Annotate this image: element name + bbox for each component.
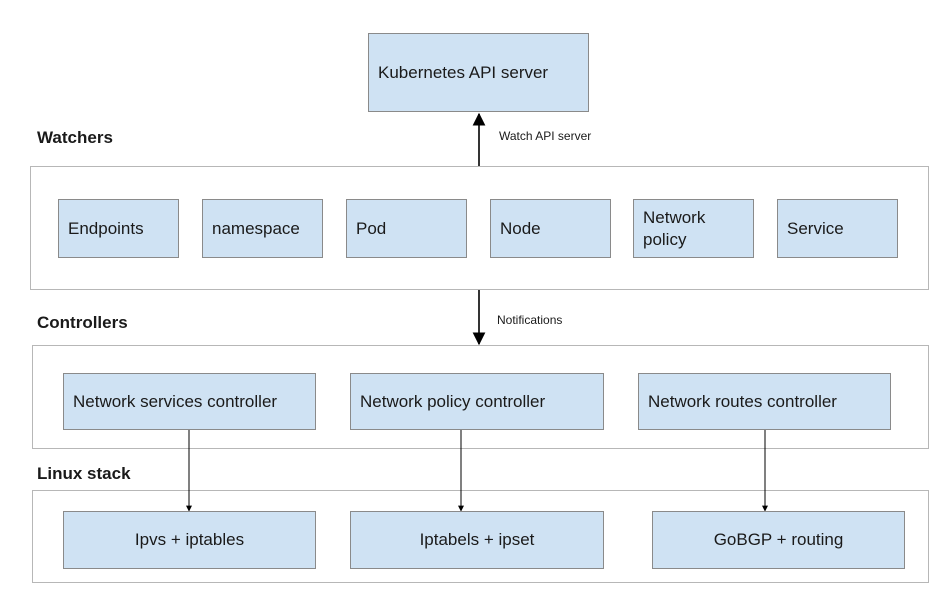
api-server-label: Kubernetes API server: [378, 62, 549, 82]
controller-label: Network services controller: [73, 391, 278, 411]
gobgp-routing-node: GoBGP + routing: [652, 511, 905, 569]
network-policy-controller-node: Network policy controller: [350, 373, 604, 430]
network-services-controller-node: Network services controller: [63, 373, 316, 430]
iptabels-ipset-node: Iptabels + ipset: [350, 511, 604, 569]
linux-stack-title: Linux stack: [37, 464, 131, 483]
network-routes-controller-node: Network routes controller: [638, 373, 891, 430]
watcher-network-policy-node: Network policy: [633, 199, 754, 258]
watcher-label: Endpoints: [68, 218, 144, 238]
watcher-label: Node: [500, 218, 541, 238]
ipvs-iptables-node: Ipvs + iptables: [63, 511, 316, 569]
controller-label: Network policy controller: [360, 391, 546, 411]
linux-stack-label: Ipvs + iptables: [134, 530, 245, 549]
watch-api-server-label: Watch API server: [499, 129, 592, 143]
watchers-title: Watchers: [37, 128, 113, 147]
watcher-node-node: Node: [490, 199, 611, 258]
watcher-label: Pod: [356, 218, 387, 238]
watcher-pod-node: Pod: [346, 199, 467, 258]
controllers-title: Controllers: [37, 313, 128, 332]
watcher-label: Network policy: [643, 207, 706, 249]
notifications-label: Notifications: [497, 313, 563, 327]
watcher-namespace-node: namespace: [202, 199, 323, 258]
watcher-endpoints-node: Endpoints: [58, 199, 179, 258]
linux-stack-label: GoBGP + routing: [713, 530, 844, 549]
kubernetes-api-server-node: Kubernetes API server: [368, 33, 589, 112]
watcher-label: namespace: [212, 218, 300, 238]
watcher-label: Service: [787, 218, 844, 238]
linux-stack-label: Iptabels + ipset: [419, 530, 535, 549]
watcher-service-node: Service: [777, 199, 898, 258]
controller-label: Network routes controller: [648, 391, 837, 411]
